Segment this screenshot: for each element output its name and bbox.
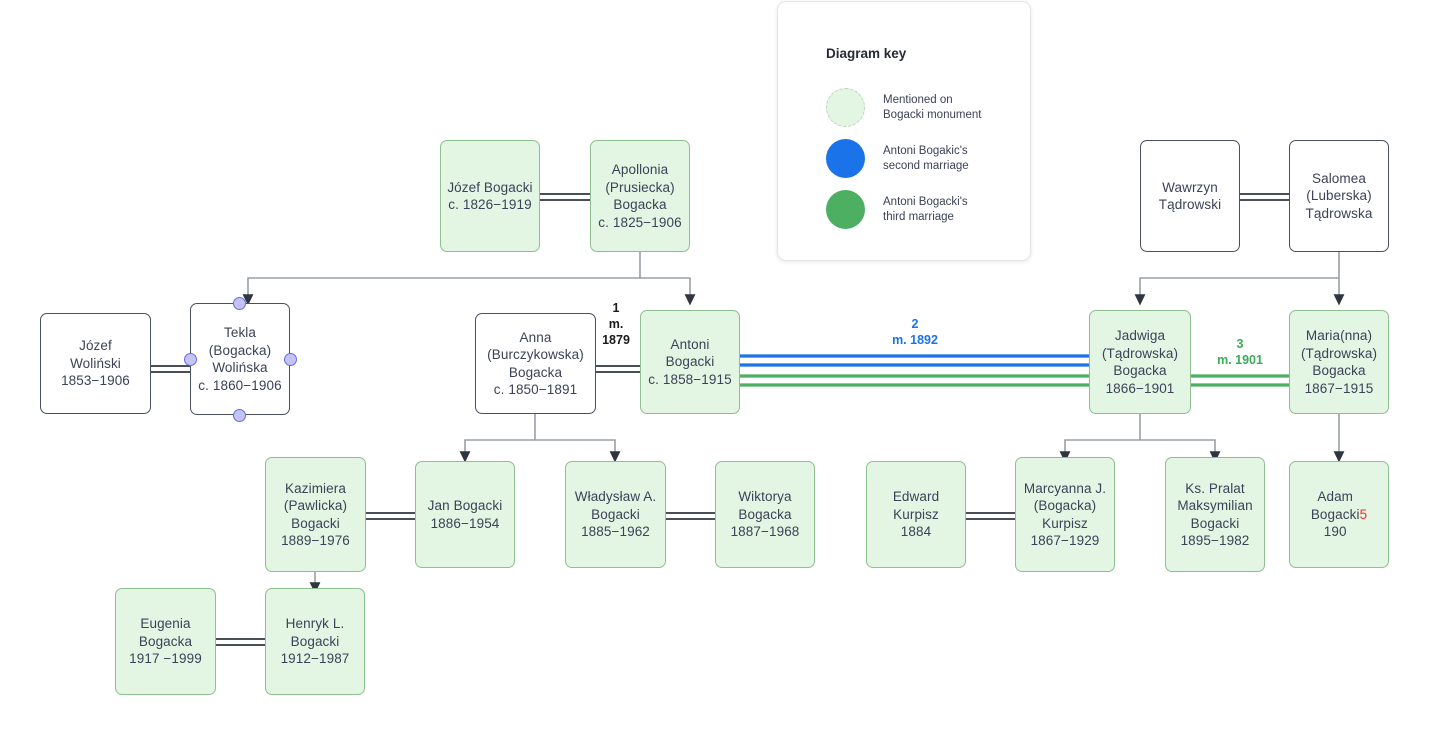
legend-label-second-marriage: Antoni Bogakic's second marriage: [883, 144, 969, 172]
monument-color-swatch: [826, 88, 865, 127]
node-jadwiga-bogacka[interactable]: Jadwiga (Tądrowska) Bogacka 1866−1901: [1089, 310, 1191, 414]
node-wiktorya-bogacka[interactable]: Wiktorya Bogacka 1887−1968: [715, 461, 815, 568]
node-kazimiera-bogacki[interactable]: Kazimiera (Pawlicka) Bogacki 1889−1976: [265, 457, 366, 572]
marriage-label-3: 3 m. 1901: [1217, 337, 1263, 367]
third-marriage-color-swatch: [826, 190, 865, 229]
node-jan-bogacki[interactable]: Jan Bogacki 1886−1954: [415, 461, 515, 568]
diagram-key-title: Diagram key: [826, 46, 907, 61]
node-henryk-bogacki[interactable]: Henryk L. Bogacki 1912−1987: [265, 588, 365, 695]
resize-handle-bottom[interactable]: [233, 409, 246, 422]
legend-label-monument: Mentioned on Bogacki monument: [883, 93, 982, 121]
node-adam-bogacki-cursor-char: 5: [1359, 506, 1368, 522]
node-jozef-bogacki[interactable]: Józef Bogacki c. 1826−1919: [440, 140, 540, 252]
diagram-key-panel: Diagram key Mentioned on Bogacki monumen…: [777, 1, 1031, 261]
node-maria-bogacka[interactable]: Maria(nna) (Tądrowska) Bogacka 1867−1915: [1289, 310, 1389, 414]
node-anna-bogacka[interactable]: Anna (Burczykowska) Bogacka c. 1850−1891: [475, 313, 596, 414]
second-marriage-color-swatch: [826, 139, 865, 178]
marriage-label-2: 2 m. 1892: [892, 317, 938, 347]
resize-handle-top[interactable]: [233, 297, 246, 310]
legend-item-third-marriage: Antoni Bogacki's third marriage: [826, 190, 968, 229]
node-adam-bogacki-text: Adam Bogacki 190: [1310, 489, 1360, 540]
legend-label-third-marriage: Antoni Bogacki's third marriage: [883, 195, 968, 223]
node-apollonia-bogacka[interactable]: Apollonia (Prusiecka) Bogacka c. 1825−19…: [590, 140, 690, 252]
marriage-label-1: 1 m. 1879: [602, 301, 630, 347]
legend-item-monument: Mentioned on Bogacki monument: [826, 88, 981, 127]
node-salomea-tadrowska[interactable]: Salomea (Luberska) Tądrowska: [1289, 140, 1389, 252]
node-maksymilian-bogacki[interactable]: Ks. Pralat Maksymilian Bogacki 1895−1982: [1165, 457, 1265, 572]
node-marcyanna-kurpisz[interactable]: Marcyanna J. (Bogacka) Kurpisz 1867−1929: [1015, 457, 1115, 572]
legend-item-second-marriage: Antoni Bogakic's second marriage: [826, 139, 969, 178]
node-eugenia-bogacka[interactable]: Eugenia Bogacka 1917 −1999: [115, 588, 216, 695]
node-wawrzyn-tadrowski[interactable]: Wawrzyn Tądrowski: [1140, 140, 1240, 252]
resize-handle-right[interactable]: [284, 353, 297, 366]
resize-handle-left[interactable]: [184, 353, 197, 366]
node-jozef-wolinski[interactable]: Józef Woliński 1853−1906: [40, 313, 151, 414]
node-tekla-wolinska[interactable]: Tekla (Bogacka) Wolińska c. 1860−1906: [190, 303, 290, 415]
node-edward-kurpisz[interactable]: Edward Kurpisz 1884: [866, 461, 966, 568]
node-wladyslaw-bogacki[interactable]: Władysław A. Bogacki 1885−1962: [565, 461, 666, 568]
node-antoni-bogacki[interactable]: Antoni Bogacki c. 1858−1915: [640, 310, 740, 414]
